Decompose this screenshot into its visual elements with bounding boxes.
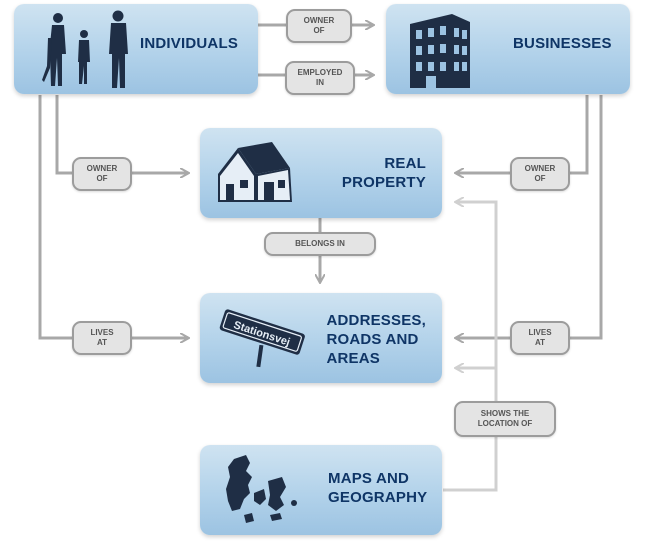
relation-owner-of-left: OWNER OF <box>72 157 132 191</box>
node-real-property[interactable]: REAL PROPERTY <box>200 128 442 218</box>
street-sign-icon: Stationsvej <box>219 309 305 368</box>
node-label-maps: MAPS AND GEOGRAPHY <box>328 470 428 506</box>
node-addresses-roads-areas[interactable]: Stationsvej ADDRESSES, ROADS AND AREAS <box>200 293 442 383</box>
node-label-addresses: ADDRESSES, ROADS AND AREAS <box>326 312 426 367</box>
relation-owner-of-right: OWNER OF <box>510 157 570 191</box>
edge-businesses-owner-of-property <box>456 95 589 173</box>
relation-belongs-in: BELONGS IN <box>264 232 376 256</box>
node-maps-geography[interactable]: MAPS AND GEOGRAPHY <box>200 445 442 535</box>
relation-employed-in: EMPLOYED IN <box>285 61 355 95</box>
relation-owner-of-top: OWNER OF <box>286 9 352 43</box>
node-label-individuals: INDIVIDUALS <box>140 35 239 52</box>
edge-individuals-owner-of-property <box>55 95 188 173</box>
edge-individuals-lives-at-addresses <box>38 95 188 338</box>
node-businesses[interactable]: BUSINESSES <box>386 4 630 94</box>
relation-shows-location-of: SHOWS THE LOCATION OF <box>454 401 556 437</box>
node-individuals[interactable]: INDIVIDUALS <box>14 4 258 94</box>
houses-icon <box>218 142 292 202</box>
building-icon <box>410 14 470 88</box>
edge-maps-shows-location-of-property <box>443 202 498 492</box>
denmark-map-icon <box>226 455 297 523</box>
node-label-real-property: REAL PROPERTY <box>341 155 426 191</box>
people-icon <box>42 10 128 88</box>
node-label-businesses: BUSINESSES <box>513 35 612 52</box>
edge-businesses-lives-at-addresses <box>456 95 603 338</box>
relation-lives-at-left: LIVES AT <box>72 321 132 355</box>
relation-lives-at-right: LIVES AT <box>510 321 570 355</box>
